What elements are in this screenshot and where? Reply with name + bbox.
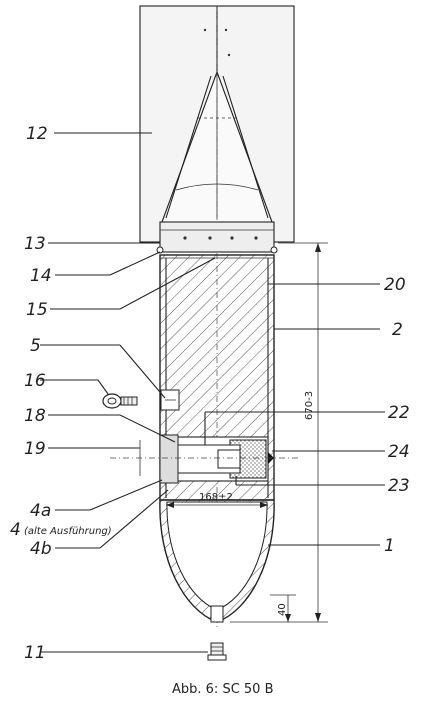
- leader-lines: [40, 132, 385, 653]
- label-4b: 4b: [30, 539, 52, 559]
- label-12: 12: [26, 124, 48, 144]
- nose-plug: [207, 642, 227, 661]
- label-20: 20: [384, 275, 406, 295]
- label-11: 11: [24, 643, 46, 663]
- lug-pocket: [160, 389, 180, 411]
- label-4: 4: [10, 520, 21, 540]
- label-1: 1: [384, 536, 395, 556]
- label-2: 2: [392, 320, 403, 340]
- dimension-diameter: 168±2: [199, 492, 233, 503]
- label-24: 24: [388, 442, 410, 462]
- label-15: 15: [26, 300, 48, 320]
- label-22: 22: [388, 403, 410, 423]
- label-23: 23: [388, 476, 410, 496]
- label-4-note: (alte Ausführung): [24, 526, 112, 537]
- label-19: 19: [24, 439, 46, 459]
- tail-collar: [156, 221, 278, 254]
- fuze-pocket: [159, 434, 274, 484]
- dimension-nose: 40: [277, 603, 288, 616]
- label-13: 13: [24, 234, 46, 254]
- axis-19: [110, 440, 300, 476]
- label-5: 5: [30, 336, 41, 356]
- figure-caption: Abb. 6: SC 50 B: [172, 682, 274, 697]
- bomb-nose: [159, 499, 275, 623]
- eye-bolt: [102, 393, 138, 409]
- label-14: 14: [30, 266, 52, 286]
- label-18: 18: [24, 406, 46, 426]
- label-4a: 4a: [30, 501, 51, 521]
- dimension-lines: [166, 242, 328, 623]
- label-16: 16: [24, 371, 46, 391]
- dimension-length: 670-3: [304, 391, 315, 420]
